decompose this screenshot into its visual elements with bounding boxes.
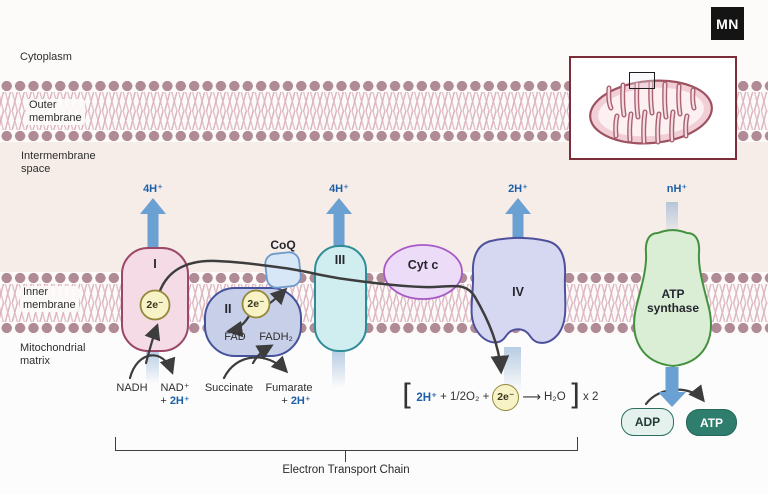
- succinate-label: Succinate: [204, 382, 254, 394]
- proton-label-atp-synthase: nH⁺: [666, 183, 688, 195]
- lipid-heads-row: [0, 322, 768, 334]
- fumarate-label: Fumarate: [265, 382, 313, 394]
- proton-label-complex4: 2H⁺: [508, 183, 528, 195]
- etc-bracket-tick: [345, 450, 346, 462]
- proton-label-complex1: 4H⁺: [143, 183, 163, 195]
- outer-membrane-label: Outer membrane: [26, 99, 85, 126]
- right-bracket: ]: [568, 378, 581, 412]
- water-formation-equation: [ 2H⁺ + 1/2O₂ + 2e⁻ ⟶ H₂O ] x 2: [402, 381, 598, 413]
- electron-label-complex1: 2e⁻: [146, 299, 164, 311]
- complex-iv-label: IV: [512, 285, 524, 299]
- adp-molecule: ADP: [621, 408, 674, 436]
- proton-2h: 2H⁺: [290, 395, 311, 407]
- equation-water: H₂O: [543, 391, 566, 403]
- atp-molecule: ATP: [686, 409, 737, 436]
- mitochondrial-matrix-label: Mitochondrial matrix: [20, 342, 86, 368]
- electron-label-complex2: 2e⁻: [247, 298, 265, 310]
- equation-multiplier: x 2: [583, 391, 599, 403]
- proton-2h: 2H⁺: [169, 395, 190, 407]
- electron-circle-equation: 2e⁻: [492, 383, 520, 411]
- zoom-region-indicator: [629, 72, 655, 89]
- left-bracket: [: [402, 378, 414, 412]
- lipid-heads-row: [0, 272, 768, 284]
- cyt-c-label: Cyt c: [407, 258, 439, 272]
- mitochondrion-illustration: [589, 79, 713, 145]
- etc-caption: Electron Transport Chain: [282, 464, 410, 476]
- atp-synthase-label: ATP synthase: [646, 287, 700, 316]
- complex-ii-label: II: [224, 302, 232, 316]
- plus-sign: +: [281, 395, 288, 407]
- inner-membrane-label: Inner membrane: [20, 286, 79, 313]
- complex-iii-label: III: [334, 253, 346, 267]
- mn-logo: MN: [711, 7, 744, 40]
- nadh-label: NADH: [116, 382, 148, 394]
- intermembrane-space-label: Intermembrane space: [21, 150, 96, 176]
- fumarate-proton-label: + 2H⁺: [263, 395, 329, 408]
- complex-i-label: I: [153, 257, 157, 271]
- nad-label: NAD⁺: [160, 382, 190, 394]
- mitochondrion-cristae-highlight: [607, 81, 696, 144]
- equation-oxygen: + 1/2O₂ +: [440, 391, 490, 403]
- proton-label-complex3: 4H⁺: [329, 183, 349, 195]
- coq-label: CoQ: [270, 238, 296, 252]
- fadh2-label: FADH₂: [259, 331, 293, 343]
- fad-label: FAD: [224, 331, 246, 343]
- plus-sign: +: [160, 395, 167, 407]
- mitochondrion-inset: [569, 56, 737, 160]
- yields-arrow: ⟶: [522, 389, 541, 405]
- nad-proton-label: + 2H⁺: [154, 395, 196, 408]
- equation-protons: 2H⁺: [416, 392, 438, 404]
- intermembrane-space-region: [0, 142, 768, 272]
- etc-bracket: [115, 437, 578, 451]
- cytoplasm-label: Cytoplasm: [20, 51, 72, 63]
